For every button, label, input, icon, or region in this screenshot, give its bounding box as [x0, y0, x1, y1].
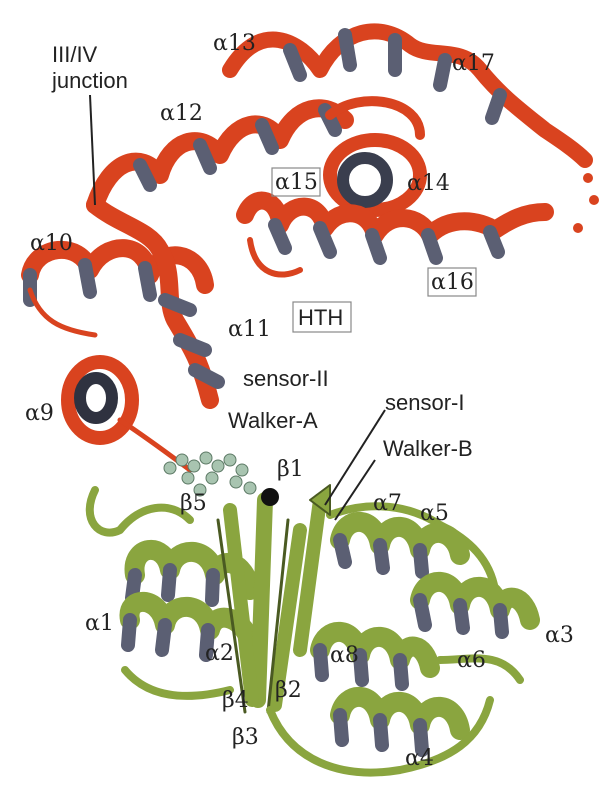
label-a11: α11: [228, 317, 271, 342]
label-a13: α13: [213, 31, 256, 56]
label-b5: β5: [180, 491, 207, 516]
label-b4: β4: [222, 688, 249, 713]
label-a3: α3: [545, 623, 574, 648]
loop-hth: [250, 240, 300, 275]
strand-b5: [230, 510, 252, 700]
label-a4: α4: [405, 746, 434, 771]
label-a8: α8: [330, 643, 359, 668]
helix-a6-a3: [420, 582, 530, 620]
helix-a5-a7: [340, 522, 460, 555]
helix-a2-shadow: [128, 620, 208, 655]
ligand-spheres: [164, 452, 256, 496]
label-a9: α9: [25, 401, 54, 426]
label-a14: α14: [407, 171, 450, 196]
label-b2: β2: [275, 678, 302, 703]
label-a12: α12: [160, 101, 203, 126]
helix-a4: [340, 697, 460, 730]
red-helical-domain: [30, 31, 599, 470]
label-a17: α17: [452, 51, 495, 76]
loop-top-left: [90, 490, 190, 533]
label-walkerA: Walker-A: [228, 408, 318, 433]
strand-b3: [300, 500, 320, 650]
loop-bottom-left: [125, 670, 230, 696]
helix-a9-core: [80, 378, 112, 418]
label-a15: α15: [275, 170, 318, 195]
c-term-dot-1: [583, 173, 593, 183]
label-a2: α2: [205, 641, 234, 666]
label-b1: β1: [277, 457, 304, 482]
label-a16: α16: [431, 270, 474, 295]
walker-a-marker: [261, 488, 279, 506]
label-a5: α5: [420, 501, 449, 526]
label-junction-1: III/IV: [52, 42, 98, 67]
c-term-dot-2: [589, 195, 599, 205]
label-a10: α10: [30, 231, 73, 256]
helix-a14-core: [343, 158, 387, 202]
label-sensor2: sensor-II: [243, 366, 329, 391]
helix-a10-shadow: [30, 265, 150, 300]
label-a6: α6: [457, 648, 486, 673]
label-hth: HTH: [298, 305, 343, 330]
label-b3: β3: [232, 725, 259, 750]
green-aaa-domain: [90, 485, 530, 773]
label-sensor1: sensor-I: [385, 390, 464, 415]
label-a7: α7: [373, 491, 402, 516]
label-walkerB: Walker-B: [383, 436, 473, 461]
label-a1: α1: [85, 611, 114, 636]
label-junction-2: junction: [51, 68, 128, 93]
strand-b1: [258, 500, 265, 700]
c-term-dot-3: [573, 223, 583, 233]
